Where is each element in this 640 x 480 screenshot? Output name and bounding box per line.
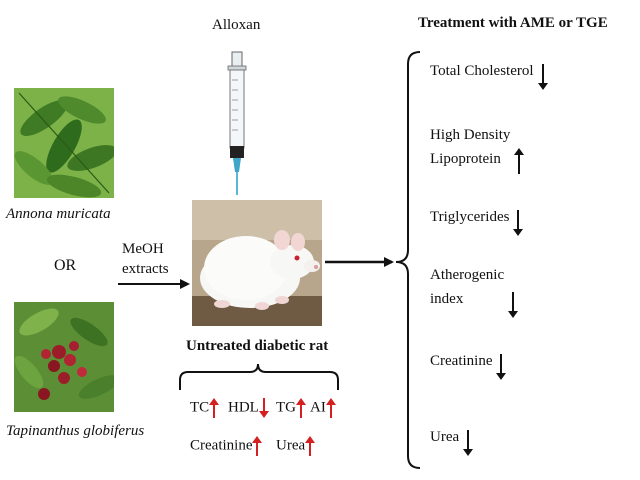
rat-image [192, 200, 322, 326]
tapinanthus-globiferus-image [14, 302, 114, 412]
treatment-item-1: Total Cholesterol [430, 62, 548, 90]
marker-label: AI [310, 399, 326, 416]
untreated-marker-hdl: HDL [228, 398, 269, 418]
label-line1: High Density [430, 127, 511, 143]
untreated-marker-urea: Urea [276, 436, 316, 456]
untreated-marker-creatinine: Creatinine [190, 436, 263, 456]
arrow-down-icon [513, 210, 524, 236]
arrow-up-icon [209, 398, 220, 418]
treatment-item-label: Triglycerides [430, 209, 510, 225]
label-line1: Atherogenic [430, 267, 505, 283]
marker-label: TG [276, 399, 296, 416]
arrow-down-icon [258, 398, 269, 418]
treatment-bracket [395, 51, 421, 469]
arrow-down-icon [508, 292, 519, 318]
marker-label: TC [190, 399, 210, 416]
extract-label-line1: MeOH [122, 241, 164, 257]
arrow-down-icon [537, 64, 548, 90]
plant1-name: Annona muricata [6, 206, 111, 222]
rat-caption: Untreated diabetic rat [186, 338, 329, 354]
marker-label: Creatinine [190, 437, 253, 454]
untreated-marker-tg: TG [276, 398, 306, 418]
alloxan-label: Alloxan [212, 17, 261, 33]
untreated-marker-ai: AI [310, 398, 336, 418]
arrow-down-icon [496, 354, 507, 380]
arrow-up-icon [296, 398, 306, 418]
arrow-up-icon [305, 436, 316, 456]
arrow-down-icon [463, 430, 474, 456]
untreated-marker-tc: TC [190, 398, 220, 418]
or-label: OR [54, 257, 77, 274]
arrow-up-icon [514, 148, 525, 174]
extract-label-line2: extracts [122, 261, 169, 277]
treatment-title: Treatment with AME or TGE [418, 15, 608, 31]
plant2-name: Tapinanthus globiferus [6, 423, 145, 439]
arrow-up-icon [325, 398, 336, 418]
label-line2: index [430, 291, 464, 307]
treatment-item-5: Creatinine [430, 352, 507, 380]
arrow-up-icon [252, 436, 263, 456]
marker-label: HDL [228, 399, 259, 416]
treatment-item-label: Atherogenic index [430, 266, 504, 308]
marker-label: Urea [276, 437, 306, 454]
treatment-item-label: Total Cholesterol [430, 63, 534, 79]
syringe-icon [227, 51, 247, 195]
treatment-item-label: Urea [430, 429, 460, 445]
treatment-item-6: Urea [430, 428, 474, 456]
treatment-item-4: Atherogenic index [430, 266, 519, 318]
annona-muricata-image [14, 88, 114, 198]
treatment-item-3: Triglycerides [430, 208, 524, 236]
label-line2: Lipoprotein [430, 151, 501, 167]
treatment-item-label: Creatinine [430, 353, 493, 369]
rat-markers-bracket [179, 363, 339, 390]
